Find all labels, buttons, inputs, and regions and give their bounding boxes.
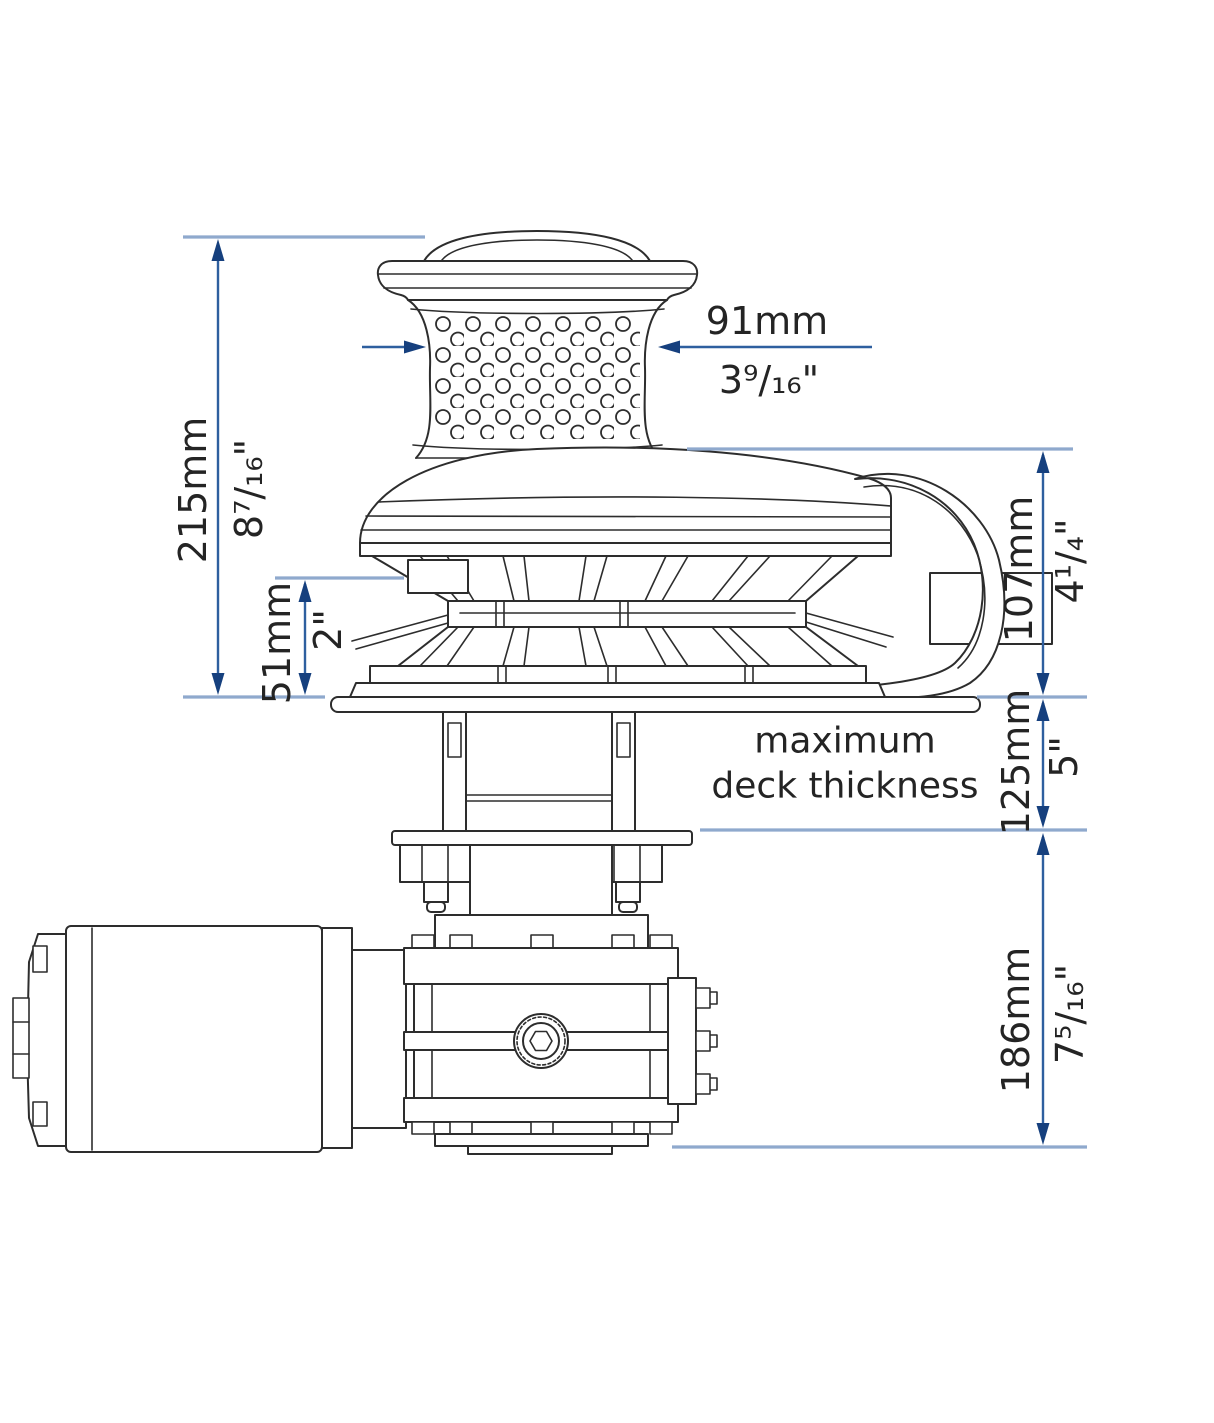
drum-top-band	[410, 308, 665, 315]
stud-slot-right	[616, 722, 631, 758]
drum-cap-dome	[423, 230, 651, 262]
motor-ring-outer	[321, 927, 353, 1149]
arrow-up-2	[298, 580, 312, 602]
motor-lug-bottom	[32, 1101, 48, 1127]
dome-band-2	[365, 515, 892, 518]
gypsy-lower-cone	[397, 626, 859, 667]
stud-end-left	[423, 881, 449, 903]
label-deck-mm: 125mm	[994, 689, 1038, 836]
arrow-up-4	[1036, 699, 1050, 721]
chainwheel	[351, 555, 894, 667]
gypsy-lower-spokes	[419, 626, 833, 667]
gearbox-bottom-flange	[403, 1097, 679, 1123]
motor-terminal-lines	[12, 1021, 30, 1055]
arrow-up-5	[1036, 833, 1050, 855]
motor	[12, 925, 407, 1153]
gearbox-top-flange	[403, 947, 679, 985]
chain-stripper-block	[407, 559, 469, 594]
base-pedestal	[330, 665, 981, 713]
arrow-right-drum	[404, 340, 426, 354]
label-housing-inch: 4¹/₄"	[1048, 519, 1092, 604]
label-below-deck-mm: 186mm	[994, 947, 1038, 1094]
dimension-annotations: 215mm 8⁷/₁₆" 51mm 2" 91mm 3⁹/₁₆" 107mm 4…	[171, 235, 1092, 1149]
label-drum-width-inch: 3⁹/₁₆"	[719, 358, 819, 402]
shaft-joint-lines	[465, 794, 613, 802]
main-shaft-housing	[465, 711, 613, 832]
gypsy-channel-lines	[459, 600, 796, 628]
backing-plate	[391, 830, 693, 846]
label-drum-width-mm: 91mm	[706, 299, 828, 343]
motor-terminal-box	[12, 997, 30, 1079]
label-housing-mm: 107mm	[997, 496, 1041, 643]
below-deck-assembly	[391, 711, 693, 916]
arrow-left-drum	[658, 340, 680, 354]
label-above-deck-mm: 215mm	[171, 417, 215, 564]
stud-slot-left	[447, 722, 462, 758]
capstan-drum	[376, 230, 699, 459]
nut-right-facets	[613, 844, 641, 883]
arrow-up-3	[1036, 451, 1050, 473]
gearbox-bottom-cap	[467, 1145, 613, 1155]
nut-left-facets	[421, 844, 449, 883]
drum-hole-pattern	[434, 315, 640, 439]
gearbox-bottom-bolts	[411, 1121, 673, 1135]
drum-cap-brim	[376, 260, 699, 301]
label-stripper-mm: 51mm	[255, 582, 299, 704]
motor-lug-top	[32, 945, 48, 973]
nut-left	[399, 844, 471, 883]
label-max-deck-line2: deck thickness	[711, 766, 978, 807]
arrow-down-1	[211, 673, 225, 695]
pedestal-step-2	[349, 682, 886, 698]
gearbox-right-bolts	[695, 987, 718, 1095]
label-deck-inch: 5"	[1042, 736, 1086, 778]
label-below-deck-inch: 7⁵/₁₆"	[1048, 964, 1092, 1064]
pedestal-step-1	[369, 665, 867, 684]
side-cover	[699, 473, 1053, 699]
gearbox-boss-knurl	[516, 1016, 566, 1066]
arrow-up-1	[211, 239, 225, 261]
label-stripper-inch: 2"	[306, 609, 350, 651]
shaft-boss	[469, 844, 613, 916]
stud-end-right	[615, 881, 641, 903]
windlass-line-art	[12, 230, 1053, 1155]
gypsy-channel	[447, 600, 807, 628]
drum-right-edge	[643, 299, 668, 459]
motor-body	[65, 925, 323, 1153]
gearbox-top-bolts	[411, 934, 673, 949]
gearbox-right-plate	[667, 977, 697, 1105]
drum-left-edge	[407, 299, 432, 459]
cover-arm-inner-line	[863, 484, 986, 669]
pedestal-ticks	[497, 665, 754, 684]
label-above-deck-inch: 8⁷/₁₆"	[227, 439, 271, 539]
dome-shell	[359, 446, 892, 557]
arrow-down-4	[1036, 806, 1050, 828]
gearbox-hex-socket	[529, 1030, 553, 1052]
gearbox-bottom-plate	[434, 1133, 649, 1147]
stud-cap-right	[618, 901, 638, 913]
cap-dome-inner	[441, 239, 633, 261]
motor-ring-inner	[351, 949, 407, 1129]
gearbox	[403, 914, 718, 1155]
chain-exit-lines	[351, 612, 894, 650]
deck-flange	[330, 696, 981, 713]
label-max-deck-line1: maximum	[754, 721, 935, 762]
arrow-down-3	[1036, 673, 1050, 695]
dome-band-1	[377, 496, 892, 507]
housing-dome	[359, 446, 892, 557]
stud-cap-left	[426, 901, 446, 913]
motor-end-cap	[26, 933, 67, 1147]
arrow-down-2	[298, 673, 312, 695]
arrow-down-5	[1036, 1123, 1050, 1145]
